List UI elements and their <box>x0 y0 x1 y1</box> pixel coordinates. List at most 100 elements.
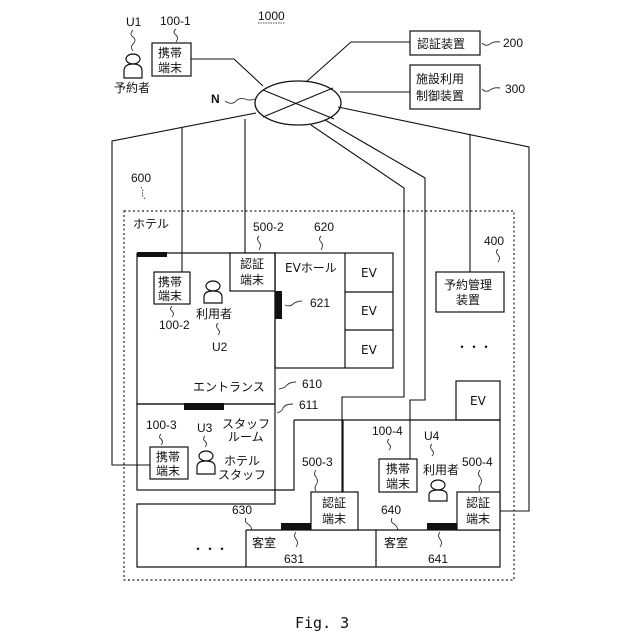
entrance-leader <box>279 382 296 389</box>
reservation-mgmt-ref: 400 <box>484 234 504 248</box>
auth-terminal-4-box: 認証 端末 <box>457 492 500 530</box>
terminal-3-line1: 携帯 <box>156 449 180 464</box>
terminal-1-ref: 100-1 <box>160 14 191 28</box>
staff-room-ref: 611 <box>299 398 318 412</box>
terminal-2-ref: 100-2 <box>159 318 190 332</box>
reserver-ref: U1 <box>126 15 142 29</box>
reservation-mgmt-leader <box>497 249 500 262</box>
staff-room-leader <box>277 404 293 413</box>
room-2-leader <box>391 518 398 530</box>
reserver-ref-leader <box>131 30 135 51</box>
auth-terminal-3-ref: 500-3 <box>302 455 333 469</box>
room-1-door <box>281 523 311 530</box>
staff-room-line2: ルーム <box>228 430 264 444</box>
auth-device-ref: 200 <box>503 36 523 50</box>
auth-device-label: 認証装置 <box>417 36 465 51</box>
user-3-ref: U3 <box>197 421 213 435</box>
facility-control-box: 施設利用 制御装置 <box>410 65 480 109</box>
user-4-person-icon <box>429 480 447 501</box>
network-label: N <box>211 92 220 106</box>
auth-terminal-2-line1: 認証 <box>240 256 264 271</box>
auth-terminal-2-ref: 500-2 <box>253 220 284 234</box>
terminal-1-line1: 携帯 <box>158 45 182 60</box>
auth-device-box: 認証装置 <box>410 31 480 55</box>
user-4-leader <box>431 444 434 456</box>
auth-terminal-3-box: 認証 端末 <box>311 492 358 530</box>
user-3-leader <box>204 436 207 447</box>
ev-hall-label: EVホール <box>285 261 337 275</box>
staff-room-line1: スタッフ <box>222 417 270 431</box>
terminal-2-line2: 端末 <box>158 289 182 303</box>
user-4-ref: U4 <box>424 429 440 443</box>
ev-hall-door-leader <box>285 301 302 306</box>
terminal-3-leader <box>160 434 163 445</box>
room-2-door-leader <box>439 532 442 547</box>
ev-hall-door-ref: 621 <box>310 296 330 310</box>
auth-terminal-3-line1: 認証 <box>322 495 346 510</box>
entrance-ref: 610 <box>302 377 322 391</box>
reservation-mgmt-line2: 装置 <box>456 293 480 307</box>
terminal-2-box: 携帯 端末 <box>154 272 190 304</box>
room-2-door <box>427 523 457 530</box>
reservation-mgmt-line1: 予約管理 <box>444 277 492 292</box>
facility-control-leader <box>482 88 500 92</box>
room-1-door-ref: 631 <box>284 552 304 566</box>
hotel-ref: 600 <box>131 171 151 185</box>
auth-terminal-4-leader <box>479 470 482 491</box>
rooms-ellipsis: ・・・ <box>192 542 228 556</box>
room-2-label: 客室 <box>384 535 408 550</box>
corridor-ref: 630 <box>232 503 252 517</box>
user-2-label: 利用者 <box>196 307 232 321</box>
user-2-leader <box>217 323 220 335</box>
system-ref-label: 1000 <box>258 9 285 23</box>
reservation-mgmt-box: 予約管理 装置 <box>436 272 504 312</box>
corridor-leader <box>245 518 252 530</box>
ev-hall-leader <box>320 236 323 250</box>
terminal-1-leader <box>174 29 178 42</box>
facility-control-line1: 施設利用 <box>416 71 464 86</box>
terminal-4-line1: 携帯 <box>386 461 410 476</box>
network-cloud-icon <box>255 81 341 125</box>
auth-terminal-4-line1: 認証 <box>466 495 490 510</box>
entrance-label: エントランス <box>193 380 265 394</box>
terminal-3-ref: 100-3 <box>146 418 177 432</box>
facility-control-line2: 制御装置 <box>416 88 464 103</box>
staff-room-door <box>184 403 224 410</box>
user-3-person-icon <box>197 451 215 474</box>
facility-control-ref: 300 <box>505 82 525 96</box>
room-1-door-leader <box>295 532 298 547</box>
auth-terminal-4-line2: 端末 <box>466 512 490 526</box>
terminal-4-ref: 100-4 <box>372 424 403 438</box>
auth-terminal-2-box: 認証 端末 <box>230 253 275 291</box>
reserver-label: 予約者 <box>114 80 150 95</box>
reserver-person-icon <box>124 54 142 78</box>
ev-3-label: EV <box>361 343 378 357</box>
terminal-1-box: 携帯 端末 <box>152 43 191 76</box>
user-3-line2: スタッフ <box>218 468 266 482</box>
user-2-ref: U2 <box>212 340 228 354</box>
hotel-ref-leader <box>141 187 145 199</box>
terminal-2-line1: 携帯 <box>158 274 182 289</box>
terminal-4-line2: 端末 <box>386 477 410 491</box>
ev-hall-ref: 620 <box>314 220 334 234</box>
auth-device-leader <box>482 42 500 46</box>
auth-terminal-2-leader <box>258 236 261 250</box>
terminal-1-line2: 端末 <box>158 61 182 75</box>
hotel-ellipsis: ・・・ <box>456 340 492 354</box>
terminal-3-box: 携帯 端末 <box>150 447 188 479</box>
hotel-label: ホテル <box>133 217 169 231</box>
auth-terminal-3-line2: 端末 <box>322 512 346 526</box>
terminal-4-box: 携帯 端末 <box>379 459 417 492</box>
terminal-2-leader <box>171 306 174 317</box>
ev-1-label: EV <box>361 266 378 280</box>
user-3-line1: ホテル <box>224 454 260 468</box>
terminal-4-leader <box>388 439 391 450</box>
auth-terminal-3-leader <box>315 470 318 491</box>
auth-terminal-2-line2: 端末 <box>240 273 264 287</box>
ev-upper-label: EV <box>470 394 487 408</box>
figure-caption: Fig. 3 <box>295 614 349 632</box>
ev-2-label: EV <box>361 304 378 318</box>
room-2-ref: 640 <box>381 503 401 517</box>
auth-terminal-4-ref: 500-4 <box>462 455 493 469</box>
